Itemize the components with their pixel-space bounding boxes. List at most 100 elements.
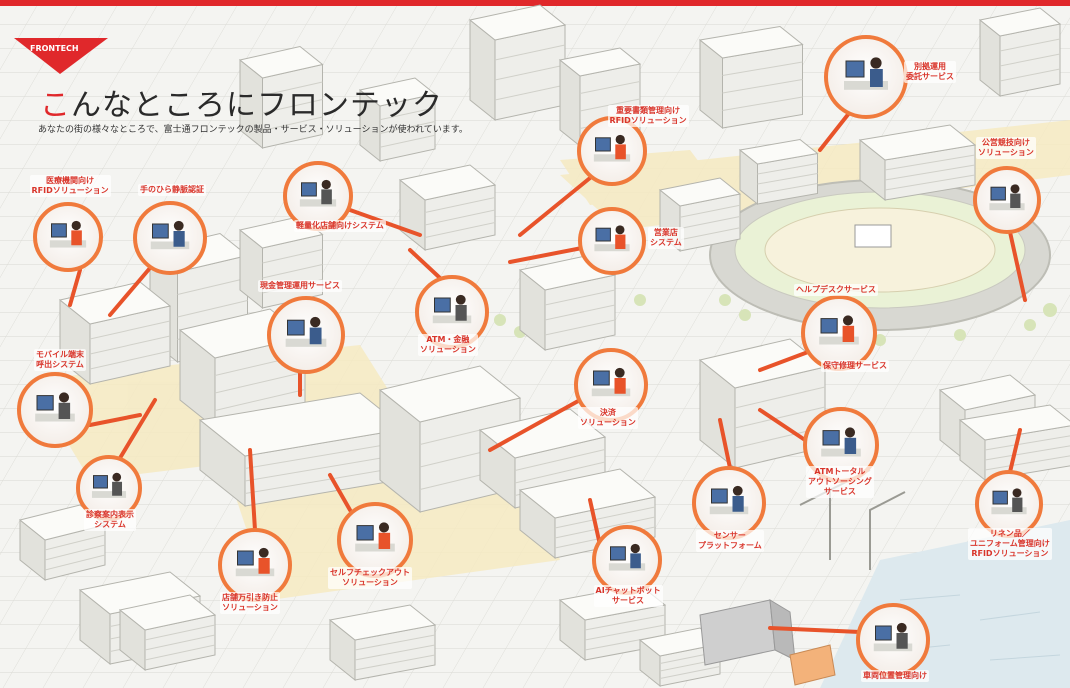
top-banner	[0, 0, 1070, 6]
page-title: こんなところにフロンテック	[40, 80, 443, 124]
connector-self-checkout	[328, 473, 352, 512]
logo-text: FRONTECH	[30, 44, 79, 53]
building	[398, 164, 497, 252]
stadium	[709, 179, 1051, 331]
building	[698, 25, 804, 130]
connector-mobile-call	[88, 413, 142, 427]
callout-circle-ai-chatbot	[592, 525, 662, 595]
callout-label-palm-vein: 手のひら静脈認証	[138, 184, 206, 196]
callout-label-line: AIチャットボット	[595, 586, 661, 595]
callout-label-line: ソリューション	[342, 578, 398, 587]
callout-circle-branch-system	[578, 207, 646, 275]
frontech-logo-icon: FRONTECH	[14, 38, 108, 74]
connector-atm-finance	[408, 248, 442, 280]
callout-label-line: 車両位置管理向け	[863, 671, 927, 680]
callout-label-signage: 診察案内表示システム	[84, 509, 136, 531]
connector-shoplifting	[248, 448, 257, 532]
callout-label-atm-outsourcing: ATMトータルアウトソーシングサービス	[806, 466, 874, 498]
connector-atm-outsourcing	[758, 408, 807, 442]
callout-circle-document-rfid	[577, 116, 647, 186]
callout-circle-shoplifting	[218, 528, 292, 602]
callout-label-sensor-platform: センサープラットフォーム	[696, 530, 764, 552]
callout-circle-helpdesk	[801, 295, 877, 371]
connector-branch-system	[508, 246, 584, 264]
callout-label-line: ATM・金融	[426, 335, 470, 344]
connector-signage	[118, 398, 157, 460]
callout-label-line: 呼出システム	[36, 360, 84, 369]
callout-label-ai-chatbot: AIチャットボットサービス	[593, 585, 663, 607]
connector-helpdesk	[758, 350, 810, 372]
title-rest: んなところにフロンテック	[71, 88, 443, 123]
callout-label-line: システム	[94, 520, 126, 529]
callout-label-line: 決済	[599, 408, 616, 417]
callout-label-line: リネン品／	[989, 529, 1030, 538]
callout-label-line: セルフチェックアウト	[330, 568, 410, 577]
building	[328, 604, 437, 682]
callout-circle-public-race	[973, 166, 1041, 234]
callout-label-shoplifting: 店舗万引き防止ソリューション	[220, 592, 280, 614]
connector-lines	[68, 110, 1027, 634]
connector-atm-ops	[818, 110, 852, 152]
building	[358, 77, 437, 163]
building	[238, 45, 324, 150]
callout-label-line: 重要書類管理向け	[616, 106, 681, 115]
callout-label-line: RFIDソリューション	[971, 549, 1049, 558]
callout-label-line: RFIDソリューション	[609, 116, 687, 125]
callout-label-helpdesk: ヘルプデスクサービス	[794, 284, 878, 296]
connector-palm-vein	[108, 266, 152, 317]
callout-label-line: 店舗万引き防止	[222, 593, 278, 602]
callout-label-line: 現金管理運用サービス	[260, 281, 340, 290]
callout-label-line: 保守修理サービス	[823, 361, 887, 370]
page-subtitle: あなたの街の様々なところで、富士通フロンテックの製品・サービス・ソリューションが…	[38, 125, 468, 135]
building	[738, 138, 819, 206]
callout-label-line: 手のひら静脈認証	[140, 185, 204, 194]
callout-label-line: 営業店	[653, 228, 678, 237]
callout-circle-palm-vein	[133, 201, 207, 275]
building	[468, 4, 567, 122]
connector-linen-rfid	[1008, 428, 1022, 474]
callout-label-maintenance: 保守修理サービス	[821, 360, 889, 372]
title-accent: こ	[40, 88, 71, 123]
connector-ai-chatbot	[588, 498, 602, 547]
callout-label-line: ソリューション	[580, 418, 636, 427]
callout-circle-self-checkout	[337, 502, 413, 578]
connector-medical-rfid	[68, 268, 82, 307]
callout-label-public-race: 公営競技向けソリューション	[976, 137, 1036, 159]
callout-label-line: サービス	[823, 487, 856, 496]
building	[18, 504, 107, 582]
connector-public-race	[1008, 230, 1027, 302]
connector-sensor-platform	[718, 418, 732, 470]
callout-circle-sensor-platform	[692, 466, 766, 540]
callout-label-line: プラットフォーム	[698, 541, 762, 550]
callout-label-line: センサー	[713, 531, 746, 540]
building	[198, 392, 407, 508]
callout-label-line: システム	[650, 238, 682, 247]
callout-label-self-checkout: セルフチェックアウトソリューション	[328, 567, 412, 589]
callout-label-line: ユニフォーム管理向け	[970, 539, 1050, 548]
callout-label-atm-ops: 別拠運用委託サービス	[904, 61, 956, 83]
callout-label-line: ソリューション	[222, 603, 278, 612]
callout-label-line: 公営競技向け	[981, 138, 1030, 147]
callout-circle-mobile-call	[17, 372, 93, 448]
callout-label-payment: 決済ソリューション	[578, 407, 638, 429]
building	[858, 124, 977, 202]
callout-label-line: RFIDソリューション	[31, 186, 109, 195]
callout-label-line: 別拠運用	[914, 62, 946, 71]
connector-payment	[488, 398, 582, 452]
building	[518, 468, 657, 560]
callout-label-line: 軽量化店舗向けシステム	[296, 221, 384, 230]
connector-document-rfid	[518, 176, 592, 237]
connector-vehicle-position	[768, 626, 862, 634]
callout-label-line: 医療機関向け	[46, 176, 95, 185]
callout-label-line: 委託サービス	[906, 72, 954, 81]
callout-label-line: ソリューション	[978, 148, 1034, 157]
callout-label-line: ヘルプデスクサービス	[796, 285, 876, 294]
callout-circle-cash-mgmt	[267, 296, 345, 374]
building	[958, 404, 1070, 482]
callout-circle-medical-rfid	[33, 202, 103, 272]
building	[118, 594, 217, 672]
